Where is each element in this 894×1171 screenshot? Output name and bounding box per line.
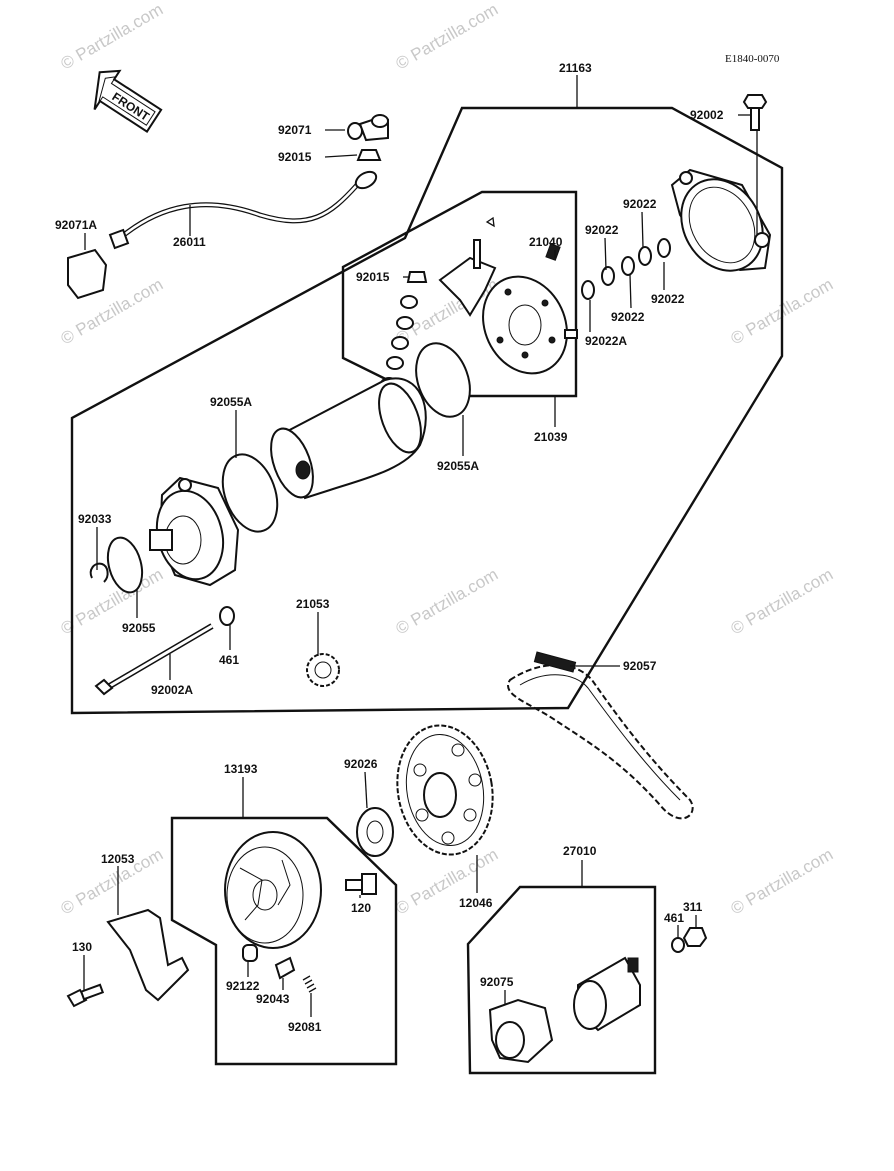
bolt-92002 xyxy=(742,94,768,131)
drawing-number: E1840-0070 xyxy=(725,53,780,65)
callout-92071: 92071 xyxy=(278,123,312,137)
lock-washer-461 xyxy=(219,606,235,626)
callout-92055a: 92055A xyxy=(437,459,479,473)
o-ring-92055 xyxy=(106,536,144,594)
bolt-120 xyxy=(345,873,377,895)
terminal-boot-92071a xyxy=(67,248,108,300)
callout-311: 311 xyxy=(683,900,703,914)
callout-92026: 92026 xyxy=(344,757,378,771)
bracket-12053 xyxy=(106,908,190,1002)
callout-12053: 12053 xyxy=(101,852,135,866)
callout-92022a: 92022A xyxy=(585,334,627,348)
front-arrow-icon: FRONT xyxy=(93,69,163,133)
pinion-gear-21053 xyxy=(306,653,340,687)
washer-92026 xyxy=(356,807,394,857)
bolt-130 xyxy=(66,983,105,1008)
callout-92022: 92022 xyxy=(611,310,645,324)
callout-92071a: 92071A xyxy=(55,218,97,232)
callout-26011: 26011 xyxy=(173,235,206,249)
callout-92122: 92122 xyxy=(226,979,260,993)
callout-92043: 92043 xyxy=(256,992,290,1006)
nut-311 xyxy=(682,927,708,947)
lead-wire-26011 xyxy=(108,170,378,250)
callout-92002: 92002 xyxy=(690,108,724,122)
callout-92002a: 92002A xyxy=(151,683,193,697)
circlip-92033 xyxy=(89,562,109,583)
callout-130: 130 xyxy=(72,940,92,954)
sprocket-12046 xyxy=(396,724,494,856)
callout-27010: 27010 xyxy=(563,844,597,858)
starter-yoke xyxy=(270,377,427,500)
callout-92022: 92022 xyxy=(623,197,657,211)
starter-clutch-13193 xyxy=(224,831,322,949)
watermark: © Partzilla.com xyxy=(728,565,837,639)
starter-relay-assembly-outline xyxy=(466,885,657,1075)
callout-92057: 92057 xyxy=(623,659,657,673)
callout-92075: 92075 xyxy=(480,975,514,989)
callout-461: 461 xyxy=(664,911,684,925)
callout-92033: 92033 xyxy=(78,512,112,526)
callout-13193: 13193 xyxy=(224,762,258,776)
callout-92055a: 92055A xyxy=(210,395,252,409)
brush-plate xyxy=(482,243,578,375)
terminal-cap-92071 xyxy=(347,114,389,142)
spring-cap-92043 xyxy=(274,956,296,980)
chain-92057 xyxy=(507,651,694,820)
callout-92055: 92055 xyxy=(122,621,156,635)
watermark: © Partzilla.com xyxy=(393,0,502,73)
callout-92015: 92015 xyxy=(356,270,390,284)
spring-92081 xyxy=(302,975,317,993)
rear-end-cover xyxy=(670,168,772,272)
nut-92015 xyxy=(356,149,382,161)
callout-92022: 92022 xyxy=(651,292,685,306)
watermark: © Partzilla.com xyxy=(393,565,502,639)
o-ring-92055a-rear xyxy=(415,342,471,418)
roller-92122 xyxy=(242,944,258,962)
callout-21053: 21053 xyxy=(296,597,330,611)
callout-92015: 92015 xyxy=(278,150,312,164)
callout-21039: 21039 xyxy=(534,430,568,444)
callout-120: 120 xyxy=(351,901,371,915)
callout-92081: 92081 xyxy=(288,1020,322,1034)
watermark: © Partzilla.com xyxy=(58,0,167,73)
relay-cover-92075 xyxy=(488,998,554,1064)
starter-relay-27010 xyxy=(573,956,641,1032)
callout-12046: 12046 xyxy=(459,896,493,910)
starter-clutch-assembly-outline xyxy=(170,816,398,1066)
leader-lines xyxy=(83,75,758,1017)
watermark: © Partzilla.com xyxy=(728,845,837,919)
brush-holder xyxy=(438,216,497,317)
long-bolt-92002a xyxy=(94,623,214,696)
front-end-cover xyxy=(149,476,240,587)
starter-motor-assembly-outline xyxy=(70,106,784,715)
callout-labels: 21163 92002 92071 92015 92071A 26011 210… xyxy=(55,61,724,1034)
callout-21163: 21163 xyxy=(559,61,592,75)
washer-461 xyxy=(671,937,685,953)
callout-92022: 92022 xyxy=(585,223,619,237)
washers-92022 xyxy=(581,238,671,300)
callout-21040: 21040 xyxy=(529,235,563,249)
callout-461: 461 xyxy=(219,653,239,667)
